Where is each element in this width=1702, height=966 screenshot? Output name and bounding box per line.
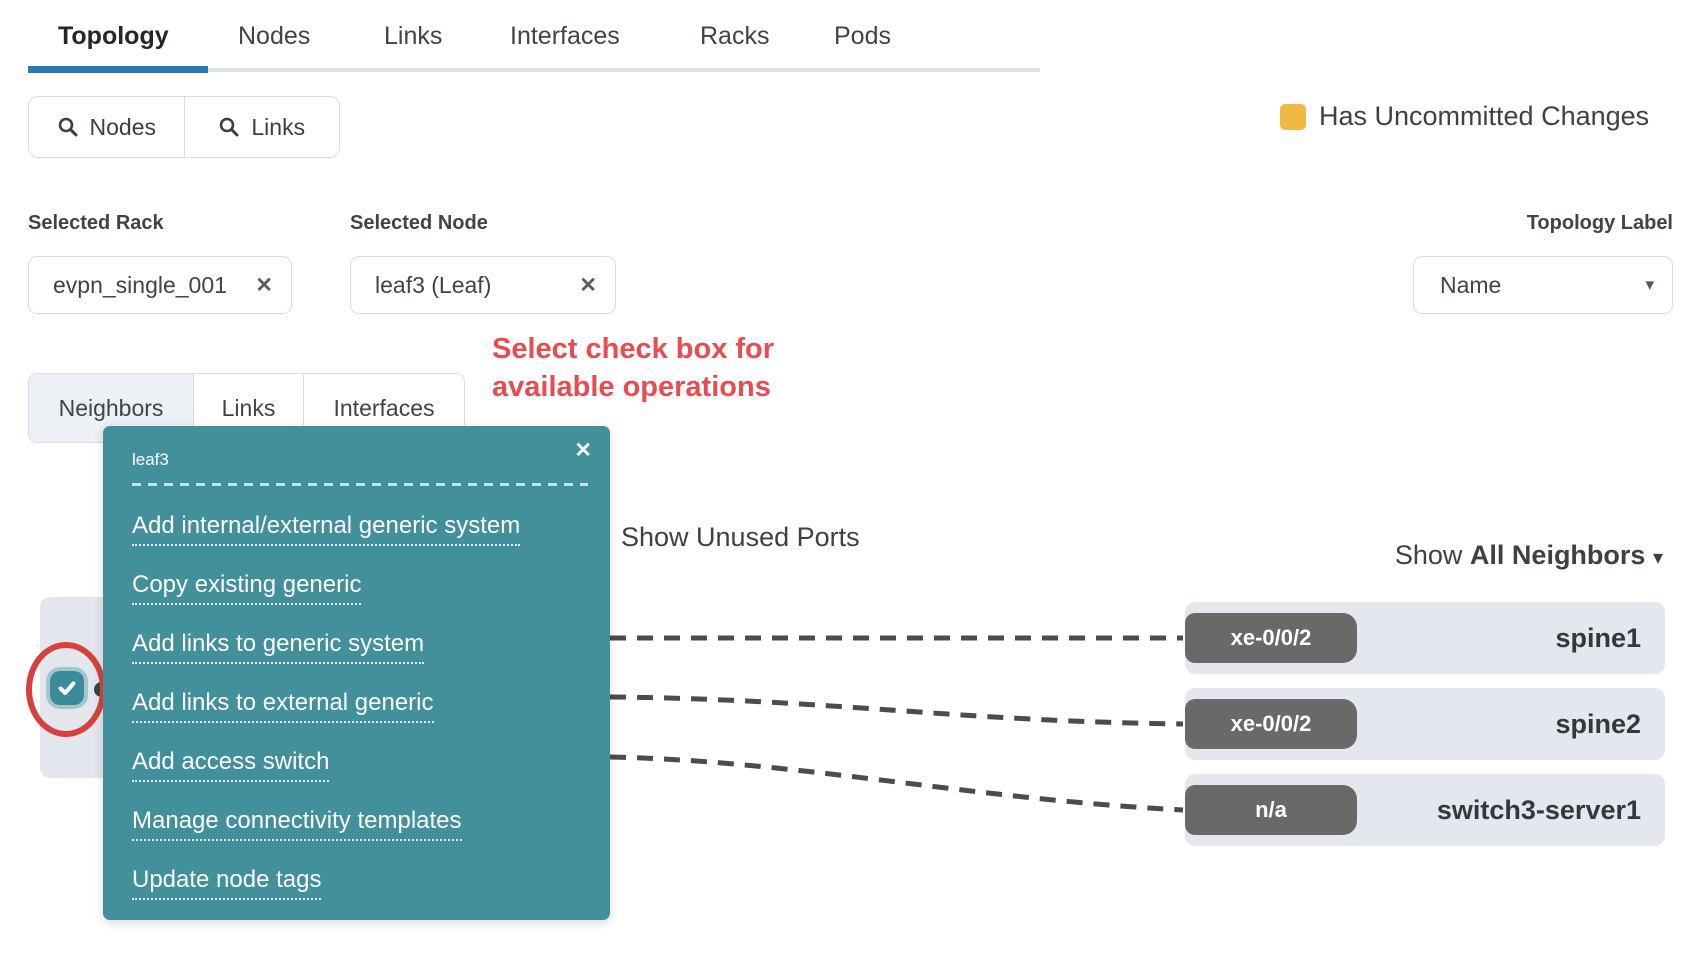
uncommitted-changes-legend: Has Uncommitted Changes	[1280, 101, 1649, 132]
port-badge: xe-0/0/2	[1185, 699, 1357, 749]
selected-rack-chip[interactable]: evpn_single_001 ✕	[28, 256, 292, 314]
tabs-divider	[28, 68, 1040, 72]
clear-node-icon[interactable]: ✕	[579, 273, 597, 297]
topology-label-heading: Topology Label	[1526, 212, 1673, 234]
checkbox-highlight-circle	[26, 642, 106, 737]
menu-item: Copy existing generic	[132, 571, 588, 607]
port-badge: xe-0/0/2	[1185, 613, 1357, 663]
menu-item: Add access switch	[132, 748, 588, 784]
search-nodes-label: Nodes	[89, 113, 156, 140]
selected-node-chip[interactable]: leaf3 (Leaf) ✕	[350, 256, 616, 314]
show-neighbors-value: All Neighbors	[1469, 540, 1646, 570]
neighbor-row-spine1[interactable]: xe-0/0/2 spine1	[1185, 602, 1665, 674]
menu-add-links-external[interactable]: Add links to external generic	[132, 689, 434, 723]
show-unused-ports-label[interactable]: Show Unused Ports	[621, 522, 860, 552]
selected-rack-label: Selected Rack	[28, 212, 164, 234]
popup-menu: Add internal/external generic system Cop…	[132, 512, 588, 902]
chevron-down-icon: ▾	[1652, 547, 1663, 569]
menu-item: Update node tags	[132, 866, 588, 902]
search-nodes-button[interactable]: Nodes	[29, 97, 184, 157]
uncommitted-changes-label: Has Uncommitted Changes	[1319, 101, 1650, 131]
search-icon	[220, 117, 239, 137]
menu-item: Add links to generic system	[132, 630, 588, 666]
annotation-line-1: Select check box for	[492, 333, 775, 365]
topology-label-value: Name	[1440, 271, 1502, 298]
chevron-down-icon: ▾	[1645, 275, 1654, 294]
link-line-spine2	[609, 694, 1184, 727]
show-neighbors-dropdown[interactable]: Show All Neighbors ▾	[1395, 540, 1663, 571]
clear-rack-icon[interactable]: ✕	[255, 273, 273, 297]
menu-item: Manage connectivity templates	[132, 807, 588, 843]
search-button-group: Nodes Links	[28, 96, 340, 158]
selected-node-value: leaf3 (Leaf)	[375, 271, 492, 298]
neighbor-name: spine1	[1555, 622, 1641, 653]
close-icon[interactable]: ✕	[574, 439, 592, 462]
port-badge: n/a	[1185, 785, 1357, 835]
neighbor-row-spine2[interactable]: xe-0/0/2 spine2	[1185, 688, 1665, 760]
topology-label-select[interactable]: Name ▾	[1413, 256, 1673, 314]
popup-title: leaf3	[132, 450, 169, 469]
search-icon	[58, 117, 77, 137]
tab-racks[interactable]: Racks	[700, 22, 770, 50]
tab-topology[interactable]: Topology	[58, 22, 169, 50]
neighbor-name: switch3-server1	[1436, 794, 1641, 825]
tab-pods[interactable]: Pods	[834, 22, 891, 50]
annotation-line-2: available operations	[492, 371, 771, 403]
menu-add-links-generic[interactable]: Add links to generic system	[132, 630, 425, 664]
node-detail-tabs: Neighbors Links Interfaces	[28, 373, 465, 443]
show-neighbors-prefix: Show	[1394, 540, 1470, 570]
annotation-text: Select check box for available operation…	[492, 330, 774, 406]
tab-interfaces[interactable]: Interfaces	[510, 22, 620, 50]
search-links-label: Links	[251, 113, 306, 140]
menu-update-node-tags[interactable]: Update node tags	[132, 866, 322, 900]
menu-copy-existing-generic[interactable]: Copy existing generic	[132, 571, 362, 605]
selected-node-label: Selected Node	[350, 212, 488, 234]
uncommitted-changes-swatch	[1280, 103, 1306, 130]
tab-nodes[interactable]: Nodes	[238, 22, 311, 50]
neighbor-row-switch3-server1[interactable]: n/a switch3-server1	[1185, 774, 1665, 846]
menu-add-generic-system[interactable]: Add internal/external generic system	[132, 512, 521, 546]
active-tab-indicator	[28, 66, 208, 73]
menu-item: Add internal/external generic system	[132, 512, 588, 548]
menu-manage-connectivity-templates[interactable]: Manage connectivity templates	[132, 807, 462, 841]
selected-rack-value: evpn_single_001	[53, 271, 227, 298]
menu-item: Add links to external generic	[132, 689, 588, 725]
tab-links[interactable]: Links	[384, 22, 443, 50]
menu-add-access-switch[interactable]: Add access switch	[132, 748, 330, 782]
node-actions-popup: leaf3 ✕ Add internal/external generic sy…	[103, 426, 610, 920]
neighbor-name: spine2	[1555, 708, 1641, 739]
search-links-button[interactable]: Links	[183, 97, 340, 157]
link-line-switch3	[609, 754, 1184, 813]
popup-separator	[132, 483, 588, 486]
